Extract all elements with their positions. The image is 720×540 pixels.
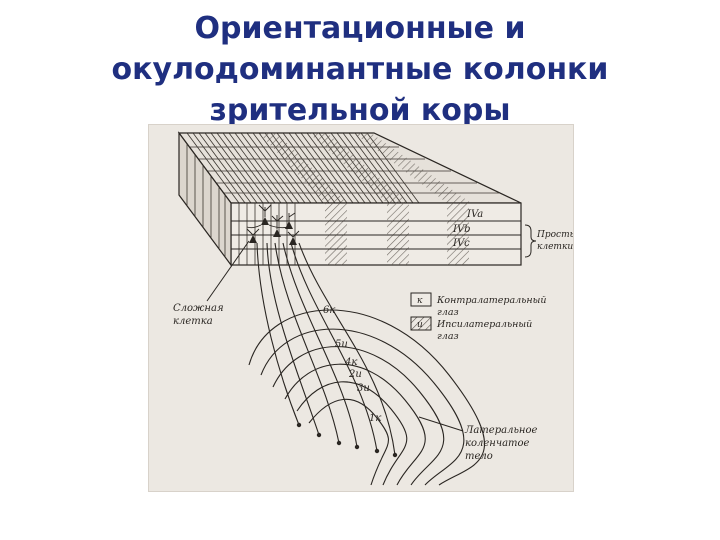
- dominance-band-top-1: [259, 133, 347, 203]
- legend-box-ipsilateral: [410, 316, 432, 331]
- layer-label-ivb: IVb: [452, 224, 471, 235]
- lgn-layers: [248, 309, 485, 486]
- lgn-label-3: тело: [465, 451, 493, 462]
- cortex-block-side: [178, 131, 232, 267]
- complex-cell-label-1: Сложная: [173, 303, 224, 314]
- lgn-layer-6k: 6к: [323, 305, 335, 316]
- dominance-column-front-2: [387, 203, 409, 265]
- cortex-diagram: IVa IVb IVc Простые клетки Сложная клетк…: [173, 131, 573, 486]
- simple-cells-label-2: клетки: [537, 242, 573, 252]
- layer-label-iva: IVa: [466, 209, 483, 220]
- cell-dendrites: [246, 204, 300, 238]
- geniculocortical-axons: [256, 242, 396, 456]
- legend-text-ipsilateral-2: глаз: [437, 331, 459, 342]
- lgn-layer-3i: 3и: [357, 383, 370, 394]
- title-line-2: окулодоминантные колонки: [111, 52, 609, 87]
- dominance-band-top-2: [309, 133, 409, 203]
- lgn-layer-5i: 5и: [335, 339, 348, 350]
- dominance-column-front-1: [325, 203, 347, 265]
- side-face-lines: [186, 144, 226, 257]
- dominance-band-top-3: [354, 133, 471, 203]
- cortex-diagram-figure: IVa IVb IVc Простые клетки Сложная клетк…: [148, 124, 574, 492]
- lgn-layer-4k: 4к: [344, 357, 357, 368]
- legend-text-contralateral-1: Контралатеральный: [436, 295, 547, 306]
- lgn-layer-2i: 2и: [348, 369, 362, 380]
- lgn-pointer: [418, 416, 464, 432]
- layer-label-ivc: IVc: [452, 238, 470, 249]
- legend-key-contralateral: к: [417, 296, 423, 306]
- complex-cell-pointer: [206, 240, 250, 302]
- simple-cells-label-1: Простые: [536, 230, 573, 240]
- orientation-stripes: [185, 132, 499, 204]
- legend-text-contralateral-2: глаз: [437, 307, 459, 318]
- legend-key-ipsilateral: и: [417, 320, 423, 330]
- title-line-3: зрительной коры: [209, 93, 511, 128]
- title-line-1: Ориентационные и: [194, 11, 526, 46]
- simple-cells-brace: [524, 224, 537, 258]
- lgn-label-1: Латеральное: [464, 425, 537, 436]
- legend-text-ipsilateral-1: Ипсилатеральный: [436, 319, 532, 330]
- lgn-layer-1k: 1к: [369, 413, 381, 424]
- legend-box-contralateral: [410, 292, 432, 307]
- lgn-label-2: коленчатое: [465, 438, 530, 449]
- slide-title: Ориентационные и окулодоминантные колонк…: [0, 8, 720, 131]
- complex-cell-label-2: клетка: [173, 316, 213, 327]
- axon-terminals: [296, 422, 398, 458]
